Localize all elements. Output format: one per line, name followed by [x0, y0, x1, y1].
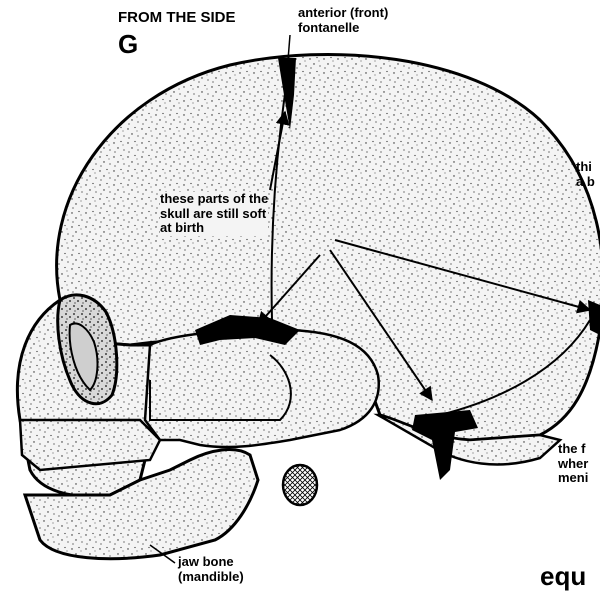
label-bottom-clipped: equ [540, 562, 586, 591]
ear-opening [283, 465, 317, 505]
label-jaw-bone: jaw bone (mandible) [178, 555, 244, 584]
temporal-bone [145, 330, 379, 447]
label-right-top-clipped: thi a b [576, 160, 595, 189]
section-title: FROM THE SIDE [118, 10, 236, 27]
label-anterior-fontanelle: anterior (front) fontanelle [298, 6, 388, 35]
label-soft-parts: these parts of the skull are still soft … [160, 192, 268, 236]
figure-letter: G [118, 30, 138, 59]
label-right-bottom-clipped: the f wher meni [558, 442, 588, 486]
